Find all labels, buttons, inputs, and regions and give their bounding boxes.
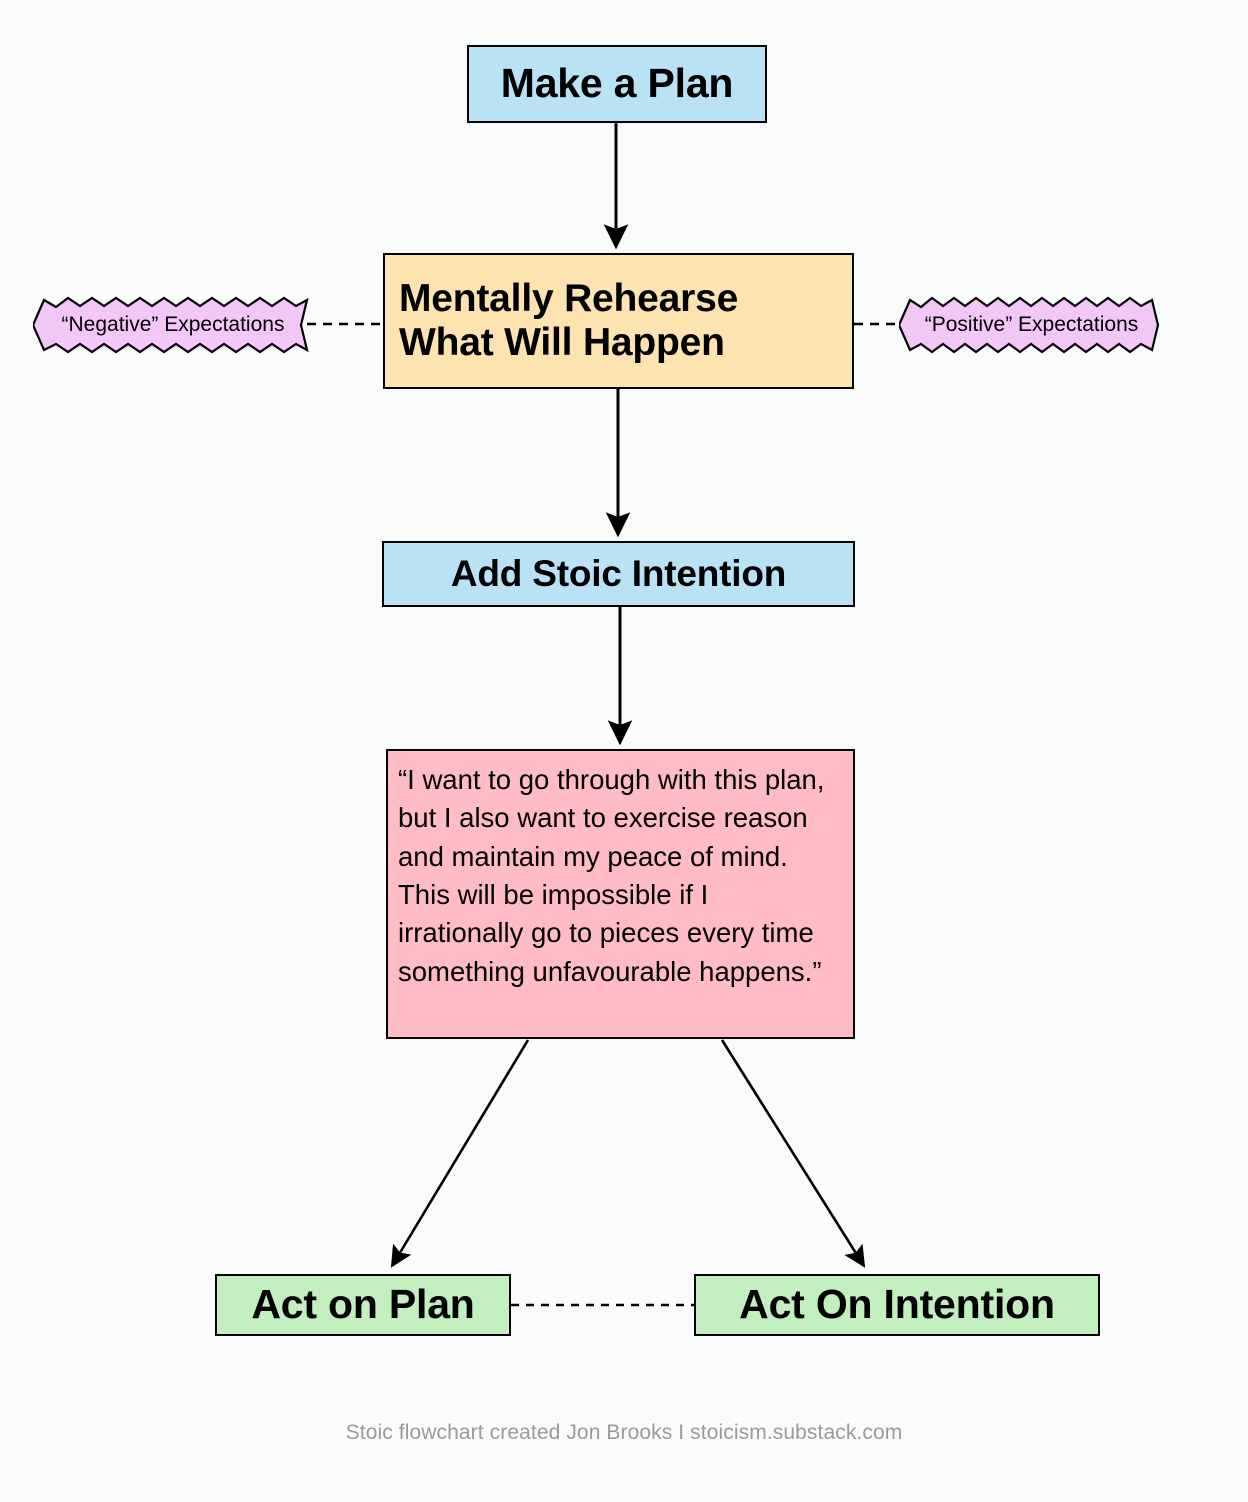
- banner-positive-expectations[interactable]: “Positive” Expectations: [899, 294, 1164, 356]
- node-stoic-intention-quote[interactable]: “I want to go through with this plan, bu…: [386, 749, 855, 1039]
- banner-negative-expectations-label: “Negative” Expectations: [61, 313, 285, 336]
- node-act-on-plan[interactable]: Act on Plan: [215, 1274, 511, 1336]
- banner-positive-expectations-label: “Positive” Expectations: [924, 313, 1139, 336]
- node-add-stoic-intention-label: Add Stoic Intention: [450, 553, 787, 595]
- node-add-stoic-intention[interactable]: Add Stoic Intention: [382, 541, 855, 607]
- connector-quote-to-act-on-plan: [390, 1039, 530, 1268]
- node-act-on-intention-label: Act On Intention: [739, 1281, 1055, 1328]
- node-mentally-rehearse[interactable]: Mentally Rehearse What Will Happen: [383, 253, 854, 389]
- node-mentally-rehearse-line1: Mentally Rehearse: [399, 277, 739, 321]
- node-stoic-intention-quote-text: “I want to go through with this plan, bu…: [398, 764, 825, 987]
- node-mentally-rehearse-line2: What Will Happen: [399, 321, 725, 364]
- starburst-shape-icon: [899, 296, 1160, 354]
- starburst-shape-icon: [33, 296, 309, 354]
- node-make-a-plan-label: Make a Plan: [500, 60, 734, 107]
- banner-negative-expectations[interactable]: “Negative” Expectations: [33, 294, 313, 356]
- footer-credit: Stoic flowchart created Jon Brooks I sto…: [345, 1421, 903, 1444]
- node-act-on-intention[interactable]: Act On Intention: [694, 1274, 1100, 1336]
- node-mentally-rehearse-label: Mentally Rehearse What Will Happen: [399, 277, 738, 364]
- connector-quote-to-act-on-intention: [720, 1039, 866, 1268]
- node-make-a-plan[interactable]: Make a Plan: [467, 45, 767, 123]
- node-act-on-plan-label: Act on Plan: [251, 1281, 475, 1328]
